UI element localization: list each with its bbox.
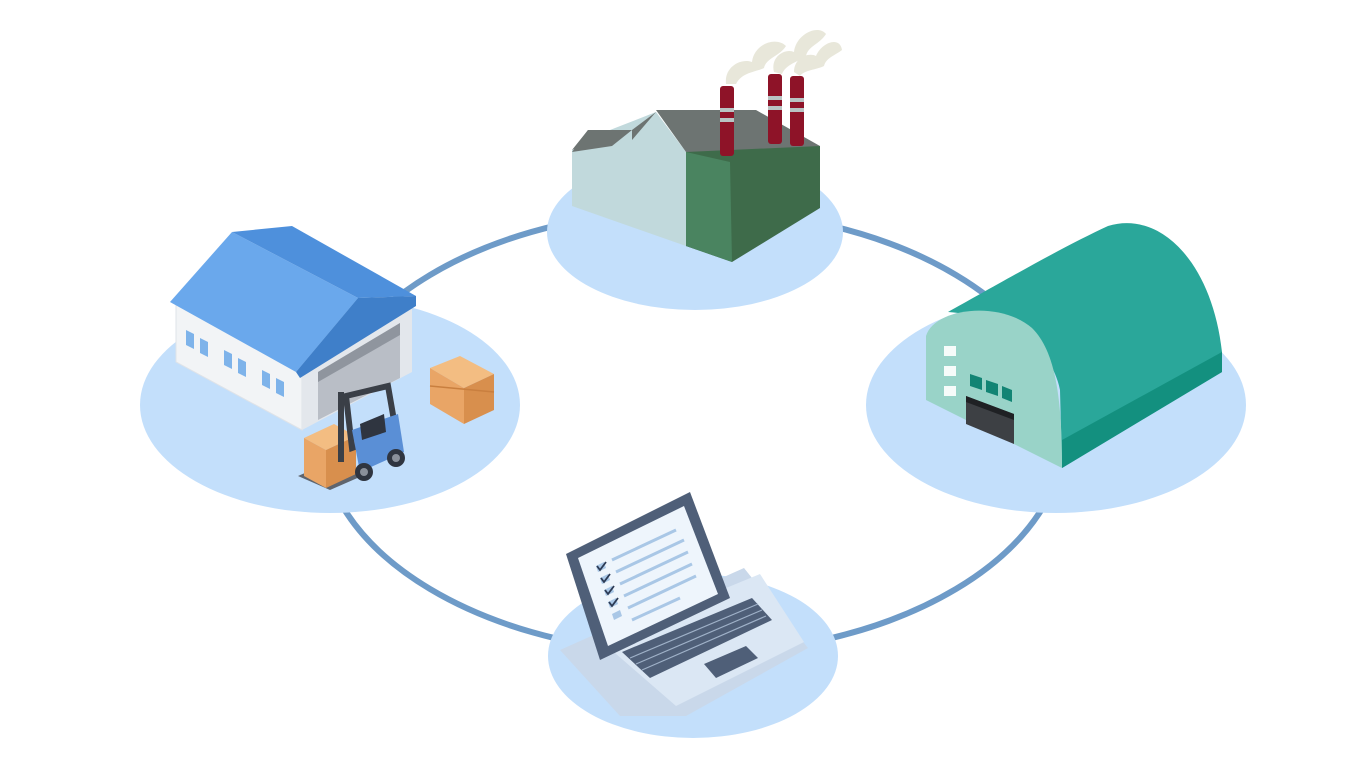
forklift-icon (298, 382, 405, 490)
smoke-icon (725, 30, 842, 84)
warehouse-icon (170, 226, 495, 490)
chimney-icon (720, 74, 804, 156)
stacked-boxes (429, 356, 495, 424)
laptop-icon (560, 492, 808, 716)
checklist-icon (596, 528, 697, 622)
hangar-icon (926, 223, 1222, 468)
factory-icon (572, 30, 842, 262)
